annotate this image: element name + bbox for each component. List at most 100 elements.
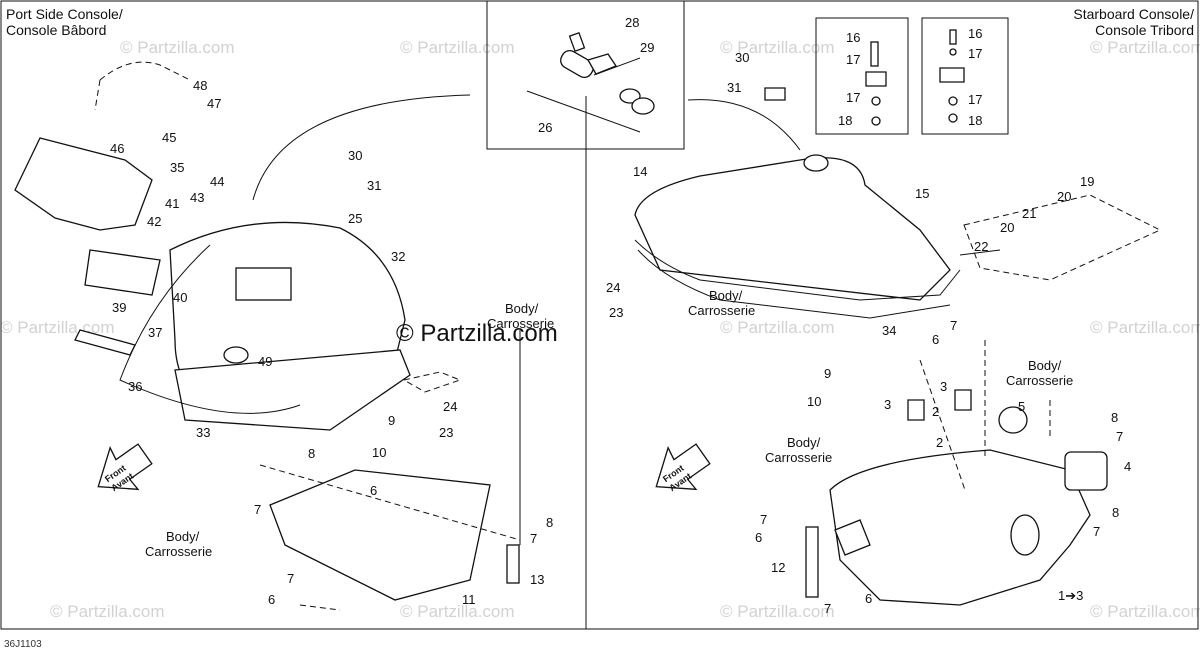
callout-number: 31 bbox=[367, 178, 381, 193]
detail-box-fitting bbox=[486, 0, 685, 150]
callout-number: 31 bbox=[727, 80, 741, 95]
callout-number: 9 bbox=[388, 413, 395, 428]
part-3-clip bbox=[907, 399, 925, 421]
body-label: Carrosserie bbox=[688, 303, 755, 318]
brand-watermark: © Partzilla.com bbox=[396, 320, 558, 347]
fastener-detail-b bbox=[939, 29, 965, 123]
callout-number: 24 bbox=[443, 399, 457, 414]
callout-number: 30 bbox=[735, 50, 749, 65]
callout-number: 7 bbox=[530, 531, 537, 546]
callout-number: 48 bbox=[193, 78, 207, 93]
callout-number: 23 bbox=[609, 305, 623, 320]
starboard-console-parts bbox=[634, 87, 1162, 606]
part-4-grommet bbox=[1064, 451, 1108, 491]
callout-number: 2 bbox=[936, 435, 943, 450]
callout-number: 16 bbox=[968, 26, 982, 41]
callout-number: 11 bbox=[462, 592, 476, 607]
part-5-seal bbox=[998, 406, 1028, 434]
callout-number: 40 bbox=[173, 290, 187, 305]
callout-number: 6 bbox=[865, 591, 872, 606]
callout-number: 15 bbox=[915, 186, 929, 201]
watermark: © Partzilla.com bbox=[720, 602, 835, 621]
part-11-panel bbox=[269, 469, 491, 601]
callout-number: 7 bbox=[760, 512, 767, 527]
callout-number: 34 bbox=[882, 323, 896, 338]
callout-number: 39 bbox=[112, 300, 126, 315]
callout-number: 20 bbox=[1000, 220, 1014, 235]
part-14-console bbox=[634, 157, 951, 301]
callout-number: 44 bbox=[210, 174, 224, 189]
front-arrow-left: Front Avant bbox=[97, 443, 153, 493]
callout-number: 32 bbox=[391, 249, 405, 264]
callout-number: 47 bbox=[207, 96, 221, 111]
callout-number: 33 bbox=[196, 425, 210, 440]
part-31-clip bbox=[764, 87, 786, 101]
callout-number: 2 bbox=[932, 404, 939, 419]
callout-number: 10 bbox=[372, 445, 386, 460]
callout-number: 7 bbox=[1093, 524, 1100, 539]
callout-number: 7 bbox=[254, 502, 261, 517]
callout-number: 12 bbox=[771, 560, 785, 575]
callout-number: 26 bbox=[538, 120, 552, 135]
body-label: Body/ bbox=[1028, 358, 1062, 373]
callout-number: 6 bbox=[370, 483, 377, 498]
part-40-gasket bbox=[84, 249, 161, 296]
callout-number: 3 bbox=[940, 379, 947, 394]
callout-number: 20 bbox=[1057, 189, 1071, 204]
body-label: Carrosserie bbox=[1006, 373, 1073, 388]
callout-number: 4 bbox=[1124, 459, 1131, 474]
callout-number: 18 bbox=[838, 113, 852, 128]
body-label: Body/ bbox=[505, 301, 539, 316]
callout-number: 42 bbox=[147, 214, 161, 229]
callout-number: 22 bbox=[974, 239, 988, 254]
port-side-title: Port Side Console/ Console Bâbord bbox=[6, 6, 123, 38]
part-33-base bbox=[174, 349, 411, 431]
body-labels: Body/ Carrosserie Body/ Carrosserie Body… bbox=[145, 288, 1073, 559]
detail-box-fastener-a bbox=[815, 17, 909, 135]
detail-box-fastener-b bbox=[921, 17, 1009, 135]
callout-number: 37 bbox=[148, 325, 162, 340]
watermark: © Partzilla.com bbox=[720, 318, 835, 337]
callout-number: 9 bbox=[824, 366, 831, 381]
callout-number: 49 bbox=[258, 354, 272, 369]
callout-number: 23 bbox=[439, 425, 453, 440]
body-label: Carrosserie bbox=[145, 544, 212, 559]
callout-number: 7 bbox=[287, 571, 294, 586]
front-arrow-right: Front Avant bbox=[655, 443, 711, 493]
callout-number: 25 bbox=[348, 211, 362, 226]
callout-number: 17 bbox=[968, 46, 982, 61]
callout-number: 7 bbox=[950, 318, 957, 333]
watermark: © Partzilla.com bbox=[1090, 38, 1200, 57]
callout-number: 7 bbox=[1116, 429, 1123, 444]
part-12-strip bbox=[805, 526, 819, 598]
callout-number: 21 bbox=[1022, 206, 1036, 221]
watermark: © Partzilla.com bbox=[400, 38, 515, 57]
starboard-side-title: Starboard Console/ Console Tribord bbox=[1073, 6, 1194, 38]
callout-number: 3 bbox=[884, 397, 891, 412]
callout-number: 8 bbox=[308, 446, 315, 461]
callout-number: 6 bbox=[932, 332, 939, 347]
callout-number: 14 bbox=[633, 164, 647, 179]
body-label: Carrosserie bbox=[487, 316, 554, 331]
callout-number: 30 bbox=[348, 148, 362, 163]
part-48-outline bbox=[94, 61, 191, 111]
callout-number: 10 bbox=[807, 394, 821, 409]
fitting-detail bbox=[526, 31, 655, 133]
callouts-port-side: 4847454635444341423031253240393736493324… bbox=[110, 78, 553, 607]
callout-number: 17 bbox=[846, 52, 860, 67]
body-label: Carrosserie bbox=[765, 450, 832, 465]
callouts-fastener-a: 16 17 17 18 bbox=[838, 30, 860, 128]
callout-number: 41 bbox=[165, 196, 179, 211]
callout-number: 1➔3 bbox=[1058, 588, 1083, 603]
callout-number: 24 bbox=[606, 280, 620, 295]
watermark: © Partzilla.com bbox=[120, 38, 235, 57]
callout-number: 36 bbox=[128, 379, 142, 394]
callout-number: 17 bbox=[968, 92, 982, 107]
callout-number: 8 bbox=[546, 515, 553, 530]
watermark: © Partzilla.com bbox=[400, 602, 515, 621]
callout-number: 13 bbox=[530, 572, 544, 587]
watermark-layer: © Partzilla.com © Partzilla.com © Partzi… bbox=[0, 38, 1200, 621]
callout-number: 8 bbox=[1112, 505, 1119, 520]
